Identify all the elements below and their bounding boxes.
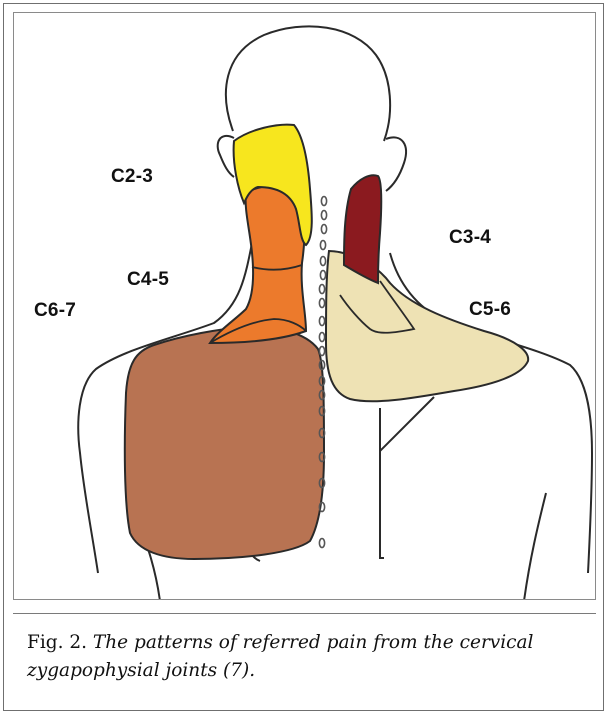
label-c5-6: C5-6 — [469, 299, 511, 321]
vertebra-mark — [319, 317, 324, 326]
vertebra-mark — [321, 211, 326, 220]
head-outline — [226, 26, 390, 141]
vertebra-mark — [321, 197, 326, 206]
vertebra-mark — [319, 285, 324, 294]
left-ear-outline — [218, 136, 234, 177]
caption-fig-label: Fig. 2. — [27, 632, 87, 653]
right-armpit-outline — [524, 493, 546, 600]
pain-zone-c5-6 — [326, 251, 528, 401]
pain-zone-c3-4 — [344, 175, 381, 283]
pain-zone-c6-7 — [125, 327, 324, 559]
vertebra-mark — [320, 241, 325, 250]
vertebra-mark — [320, 271, 325, 280]
figure-panel: C2-3 C3-4 C4-5 C5-6 C6-7 — [13, 12, 596, 600]
label-c3-4: C3-4 — [449, 227, 491, 249]
right-scapula-diagonal — [380, 397, 434, 451]
pain-zone-c4-5 — [210, 186, 306, 343]
vertebra-mark — [319, 299, 324, 308]
vertebra-mark — [319, 347, 324, 356]
vertebra-mark — [319, 503, 324, 512]
figure-frame: C2-3 C3-4 C4-5 C5-6 C6-7 Fig. 2. The pat… — [3, 3, 604, 711]
right-scapula-vertical — [380, 408, 384, 558]
vertebra-mark — [319, 539, 324, 548]
right-ear-outline — [386, 137, 406, 191]
label-c6-7: C6-7 — [34, 300, 76, 322]
vertebra-mark — [320, 257, 325, 266]
caption-text: Fig. 2. The patterns of referred pain fr… — [27, 629, 582, 685]
label-c2-3: C2-3 — [111, 166, 153, 188]
caption-body: The patterns of referred pain from the c… — [27, 632, 533, 681]
figure-caption: Fig. 2. The patterns of referred pain fr… — [13, 613, 596, 708]
vertebra-mark — [319, 333, 324, 342]
vertebra-mark — [321, 225, 326, 234]
label-c4-5: C4-5 — [127, 269, 169, 291]
